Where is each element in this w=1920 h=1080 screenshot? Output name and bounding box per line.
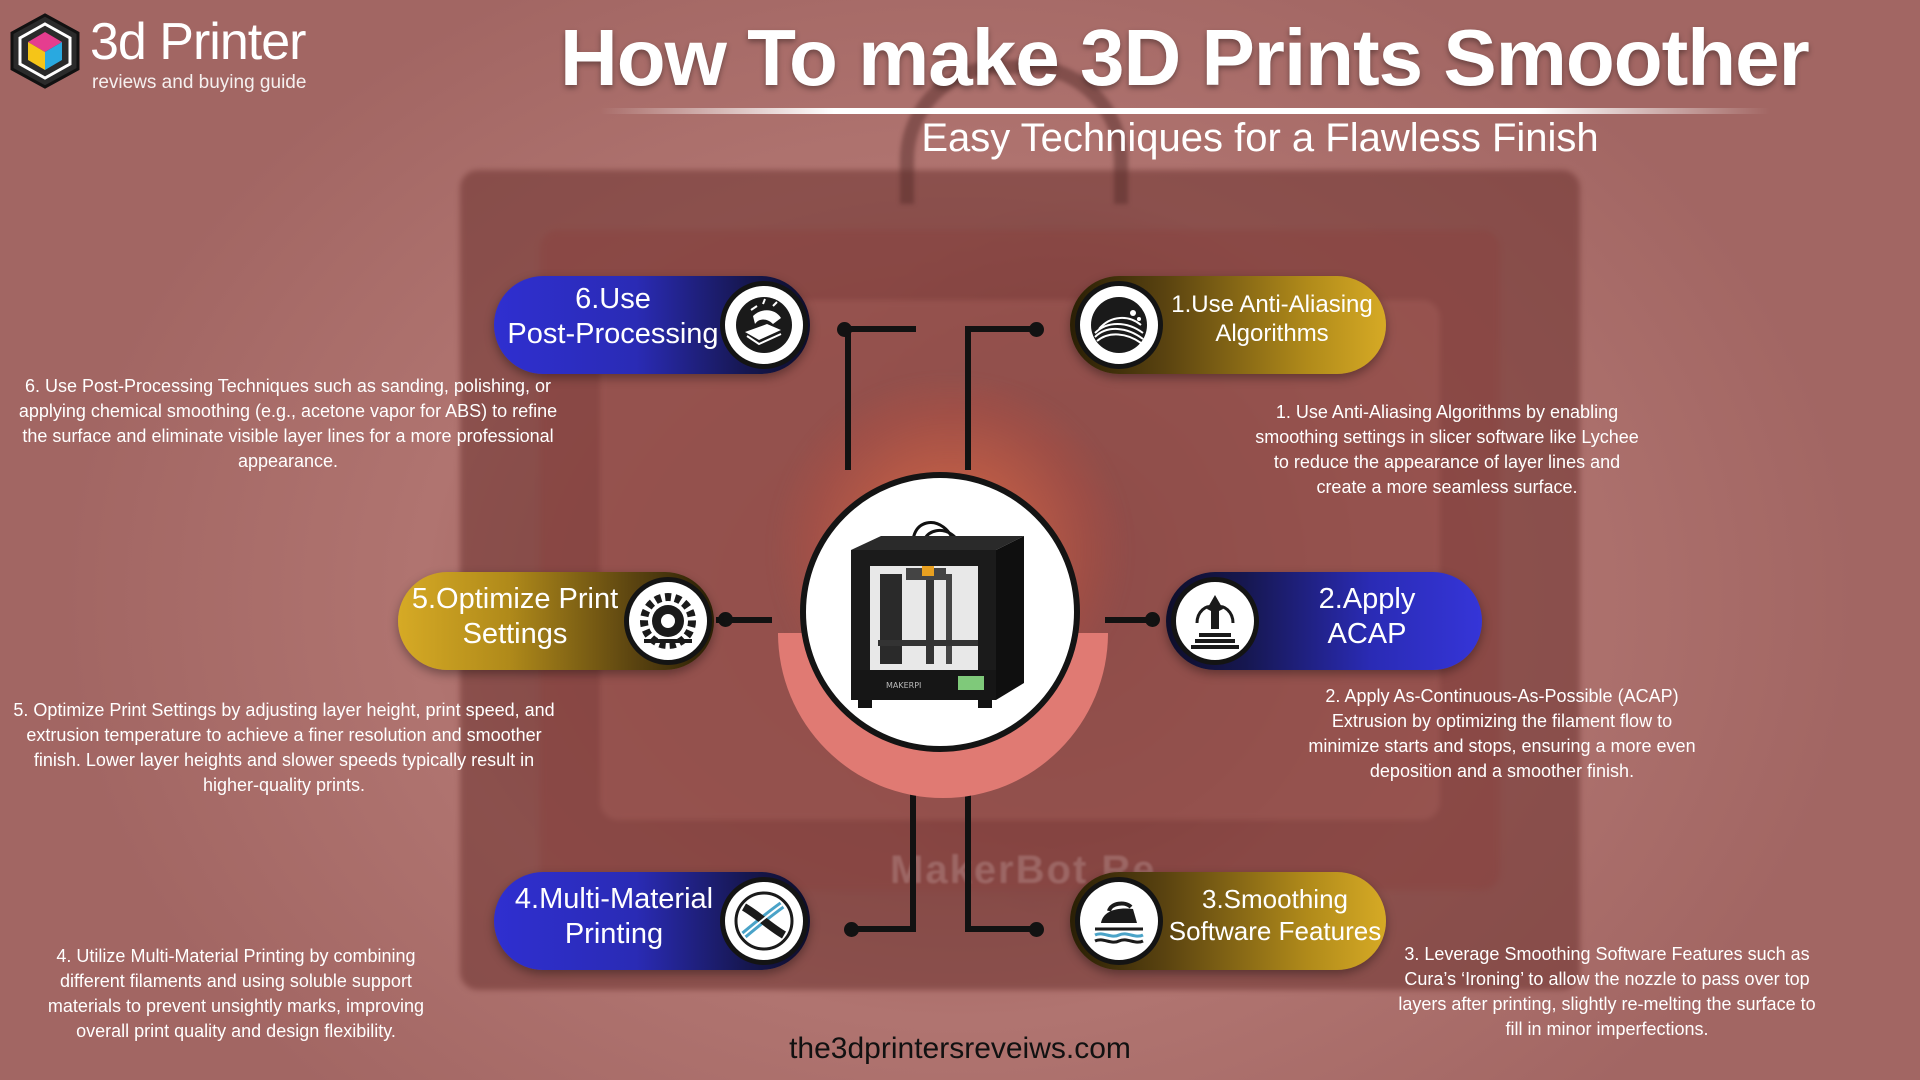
3d-printer-icon: MAKERPI [851, 521, 1024, 708]
connector-dot [837, 322, 852, 337]
step-6-description: 6. Use Post-Processing Techniques such a… [18, 376, 558, 471]
step-3-label-line1: 3.Smoothing [1202, 884, 1348, 914]
site-logo[interactable]: 3d Printer reviews and buying guide [6, 12, 336, 93]
connector-dot [1029, 322, 1044, 337]
connector-line [716, 617, 772, 623]
page-title: How To make 3D Prints Smoother [560, 13, 1810, 102]
step-4-icon-badge [720, 877, 808, 965]
connector-dot [718, 612, 733, 627]
title-underline [600, 108, 1770, 114]
connector-dot [1029, 922, 1044, 937]
step-4-pill[interactable]: 4.Multi-Material Printing [494, 872, 810, 970]
logo-title: 3d Printer [90, 13, 306, 71]
hexagon-cube-icon [10, 13, 80, 89]
connector-line [845, 326, 916, 332]
step-5-label-line1: 5.Optimize Print [411, 583, 619, 615]
page-subtitle: Easy Techniques for a Flawless Finish [921, 116, 1599, 160]
step-2-description: 2. Apply As-Continuous-As-Possible (ACAP… [1308, 686, 1696, 781]
connector-line [965, 326, 1031, 332]
nozzle-extrusion-icon [1191, 595, 1239, 649]
step-4-label-line2: Printing [564, 918, 664, 951]
center-printer-hub: MAKERPI [800, 472, 1080, 752]
connector-line [850, 926, 916, 932]
step-6-pill[interactable]: 6.Use Post-Processing [494, 276, 810, 374]
step-5-description: 5. Optimize Print Settings by adjusting … [13, 700, 555, 795]
step-1-description: 1. Use Anti-Aliasing Algorithms by enabl… [1255, 402, 1639, 497]
step-1-icon-badge [1075, 281, 1163, 369]
step-5-icon-badge [624, 577, 712, 665]
logo-subtitle: reviews and buying guide [92, 72, 307, 93]
wave-sphere-icon [1091, 297, 1147, 353]
step-4-description: 4. Utilize Multi-Material Printing by co… [47, 946, 425, 1041]
step-1-label-line1: 1.Use Anti-Aliasing [1171, 291, 1373, 318]
step-5-pill[interactable]: 5.Optimize Print Settings [398, 572, 714, 670]
step-4-label-line1: 4.Multi-Material [514, 883, 714, 915]
step-1-pill[interactable]: 1.Use Anti-Aliasing Algorithms [1070, 276, 1386, 374]
step-6-label-line1: 6.Use [575, 283, 651, 315]
step-3-description: 3. Leverage Smoothing Software Features … [1398, 944, 1816, 1039]
footer-url[interactable]: the3dprintersreveiws.com [789, 1032, 1131, 1065]
step-2-label-line2: ACAP [1327, 618, 1407, 651]
printer-brand-label: MAKERPI [886, 681, 921, 690]
step-2-icon-badge [1171, 577, 1259, 665]
connector-line [845, 326, 851, 470]
connector-line [965, 326, 971, 470]
connector-line [965, 926, 1031, 932]
step-3-icon-badge [1075, 877, 1163, 965]
step-2-pill[interactable]: 2.Apply ACAP [1166, 572, 1482, 670]
step-1-label-line2: Algorithms [1215, 320, 1329, 348]
connector-dot [844, 922, 859, 937]
step-3-pill[interactable]: 3.Smoothing Software Features [1070, 872, 1386, 970]
connector-dot [1145, 612, 1160, 627]
step-3-label-line2: Software Features [1168, 915, 1382, 946]
connector-line [1105, 617, 1151, 623]
connector-line [965, 772, 971, 932]
step-6-icon-badge [720, 281, 808, 369]
gear-settings-icon [640, 593, 696, 649]
step-6-label-line2: Post-Processing [507, 318, 719, 351]
iron-icon [1094, 901, 1144, 944]
sanding-hand-icon [736, 297, 792, 353]
step-5-label-line2: Settings [462, 618, 568, 651]
step-2-label-line1: 2.Apply [1318, 583, 1416, 615]
connector-line [910, 772, 916, 932]
twisted-filament-icon [734, 891, 794, 951]
